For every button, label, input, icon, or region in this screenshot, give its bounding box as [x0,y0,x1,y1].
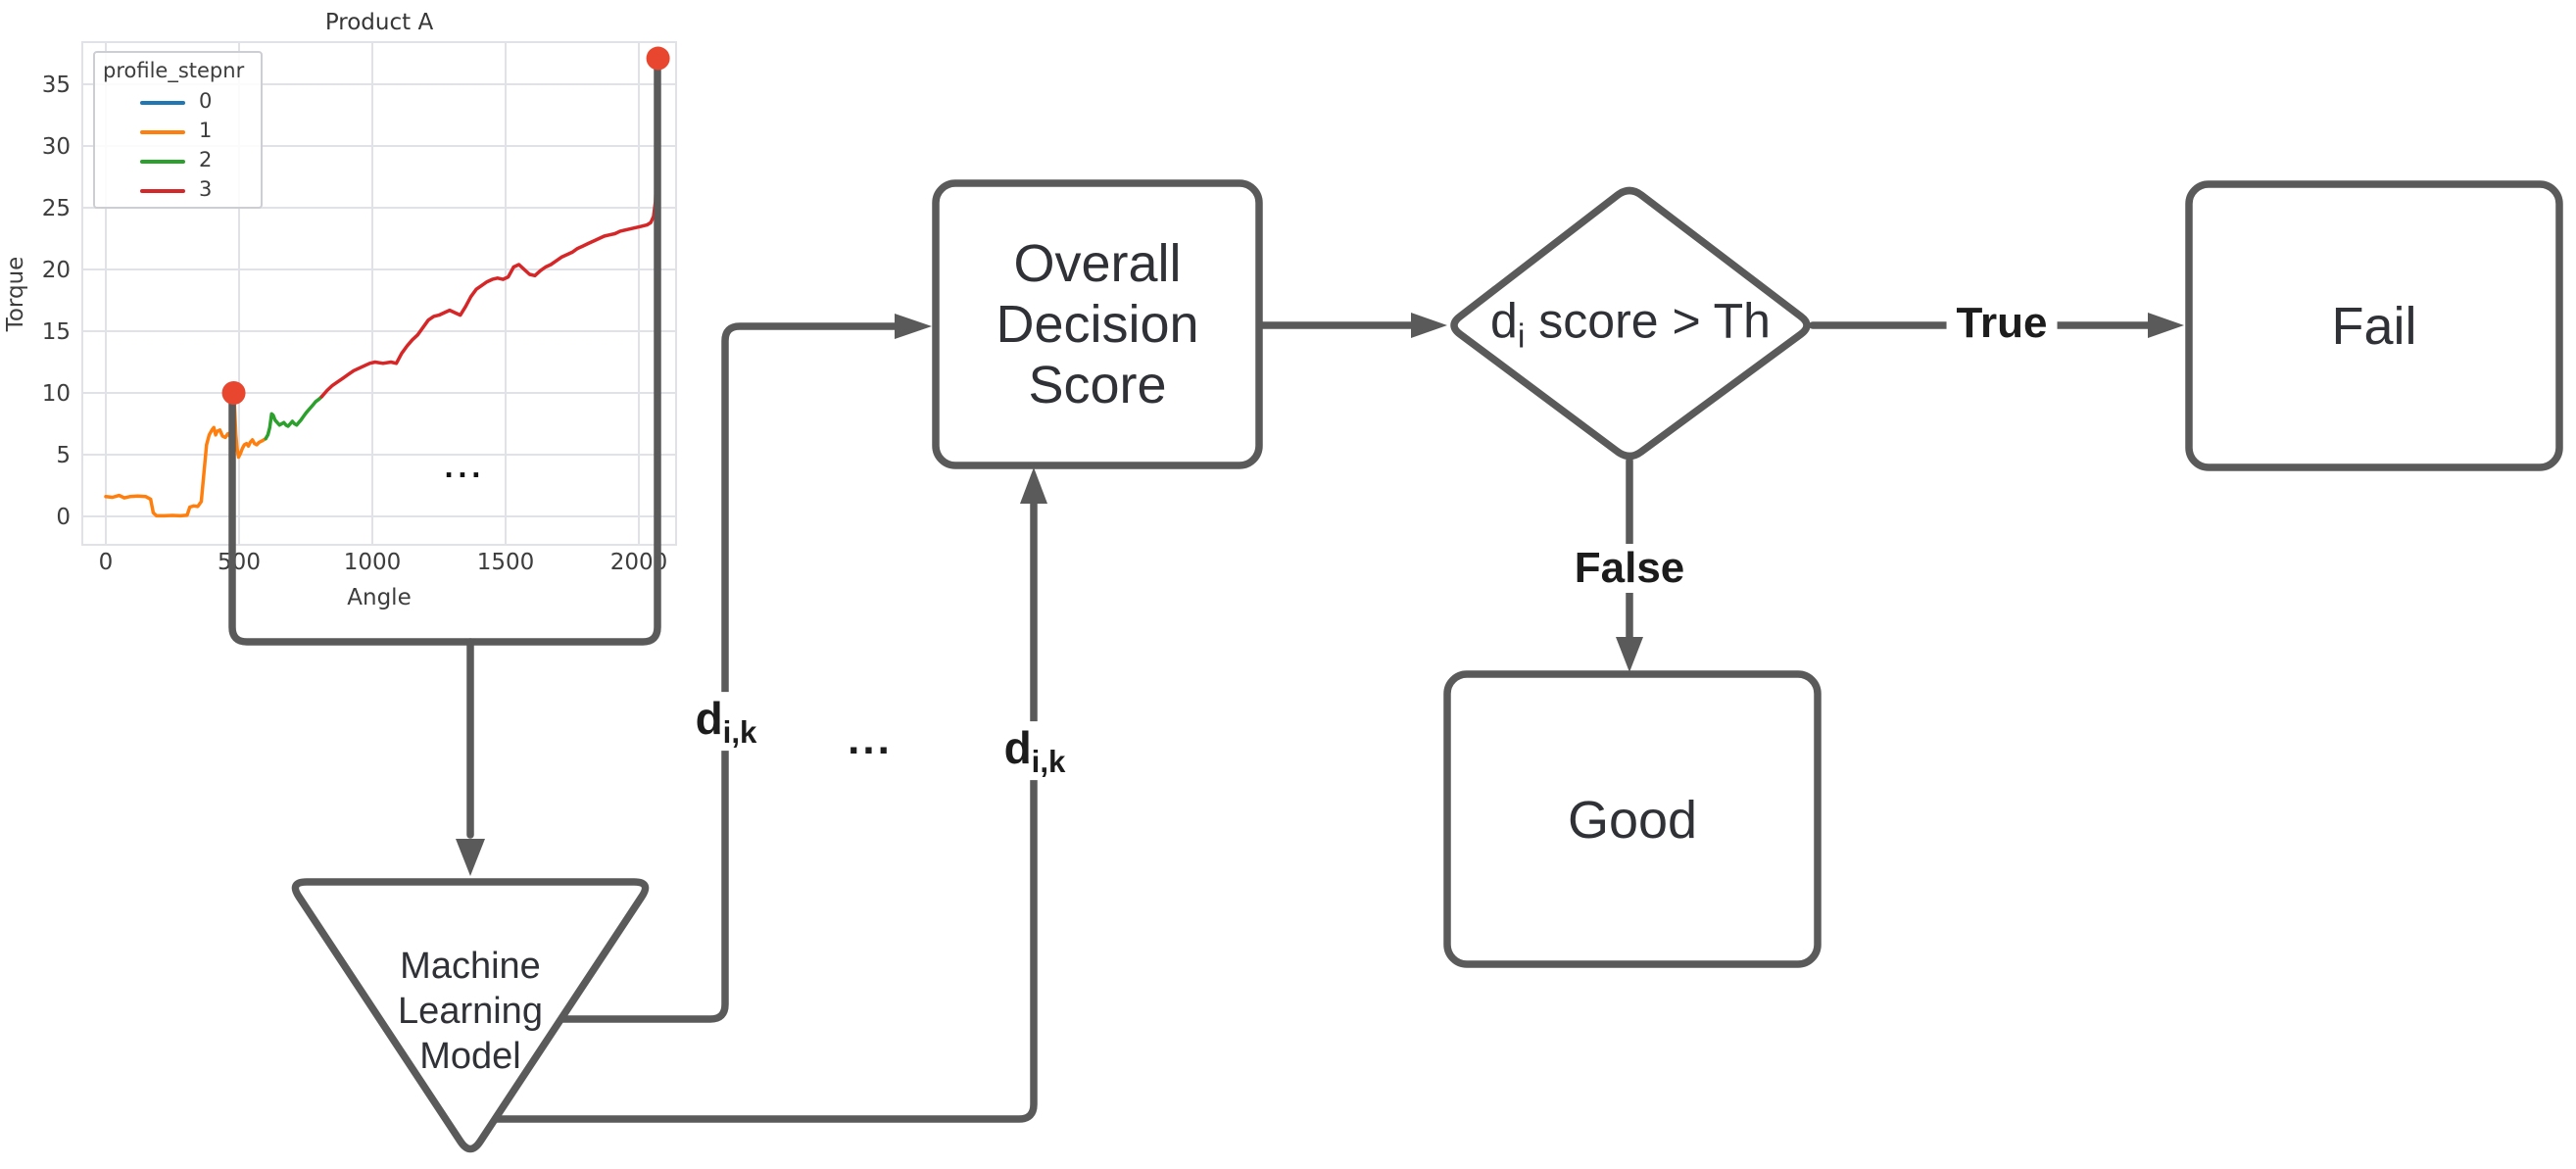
y-tick-label-35: 35 [42,73,71,98]
ods-label: Overall Decision Score [996,233,1198,415]
chart-omitted-steps-ellipsis: ... [444,455,485,484]
good-label: Good [1567,791,1698,850]
y-axis-label: Torque [3,256,28,332]
decision-label-base: d [1490,293,1518,349]
x-tick-label-1500: 1500 [477,550,535,575]
y-tick-label-10: 10 [42,381,71,407]
legend-entry-1: 1 [95,118,261,147]
event-marker-2 [646,46,670,71]
flowchart-nodes [291,179,2563,1153]
flowchart-edges [228,56,2152,1123]
event-marker-1 [221,381,246,405]
legend-entry-label: 2 [199,148,213,171]
flowchart-arrowheads [456,313,2184,876]
legend-entry-label: 0 [199,89,213,113]
mlmodel-label-line3: Model [419,1036,521,1077]
series-line-2 [264,395,324,441]
node-machine-learning-model [291,878,650,1153]
y-tick-label-25: 25 [42,196,71,221]
node-overall-decision-score [932,179,1263,469]
true-edge-label: True [1946,299,2058,348]
dik2-base: d [1003,722,1032,774]
legend-entry-label: 1 [199,119,213,142]
node-decision-diamond [1450,186,1811,461]
ods-label-line3: Score [1028,356,1167,414]
edge-mlmodel-to-ods-1 [556,322,899,1023]
dik2-subscript: i,k [1031,744,1066,779]
legend-swatch-icon [140,101,185,105]
node-fail [2185,180,2563,471]
mlmodel-label-line2: Learning [398,991,543,1032]
ods-label-line2: Decision [996,295,1199,354]
chart-curves [104,56,660,518]
legend-swatch-icon [140,130,185,134]
legend-entry-2: 2 [95,147,261,176]
decision-label-rest: score > Th [1525,293,1771,349]
x-axis-label: Angle [347,585,412,610]
series-line-3 [319,56,660,399]
legend-title: profile_stepnr [103,59,245,82]
edge-chart-extract-bracket [228,56,661,646]
series-line-1 [104,391,267,518]
dik-edge-label-2: di,k [996,721,1074,780]
y-tick-label-5: 5 [56,443,71,468]
dik-edge-label-1: di,k [687,692,765,751]
edge-mlmodel-to-ods-2 [489,500,1038,1123]
arrowhead-into-mlmodel [456,839,485,876]
mlmodel-label-line1: Machine [400,946,541,987]
legend-swatch-icon [140,189,185,193]
legend-entry-label: 3 [199,177,213,201]
chart-title: Product A [324,10,434,35]
decision-label-subscript: i [1517,317,1526,356]
ods-label-line1: Overall [1013,234,1182,293]
arrowhead-into-fail [2148,313,2184,338]
false-edge-label: False [1564,544,1695,593]
y-tick-label-15: 15 [42,319,71,345]
x-tick-label-0: 0 [99,550,114,575]
y-tick-label-20: 20 [42,258,71,283]
chart-event-markers [221,46,670,405]
decision-label: di score > Th [1490,293,1771,357]
arrowhead-into-ods-bottom [1020,467,1047,504]
plot-frame [81,41,677,546]
y-tick-label-0: 0 [56,505,71,530]
dik1-subscript: i,k [722,714,757,750]
arrowhead-into-ods-left [895,314,932,339]
node-good [1443,670,1822,968]
fail-label: Fail [2331,297,2417,356]
x-tick-label-1000: 1000 [344,550,402,575]
dik1-base: d [695,693,723,745]
arrowhead-into-good [1616,637,1643,672]
arrowhead-into-decision [1411,313,1447,338]
legend-entry-3: 3 [95,176,261,206]
legend-swatch-icon [140,160,185,164]
dik-ellipsis: ... [848,715,893,763]
y-tick-label-30: 30 [42,134,71,160]
x-tick-label-500: 500 [218,550,261,575]
mlmodel-label: Machine Learning Model [398,944,543,1079]
legend-entry-0: 0 [95,88,261,118]
chart-legend: profile_stepnr 0 1 2 3 [93,51,263,209]
